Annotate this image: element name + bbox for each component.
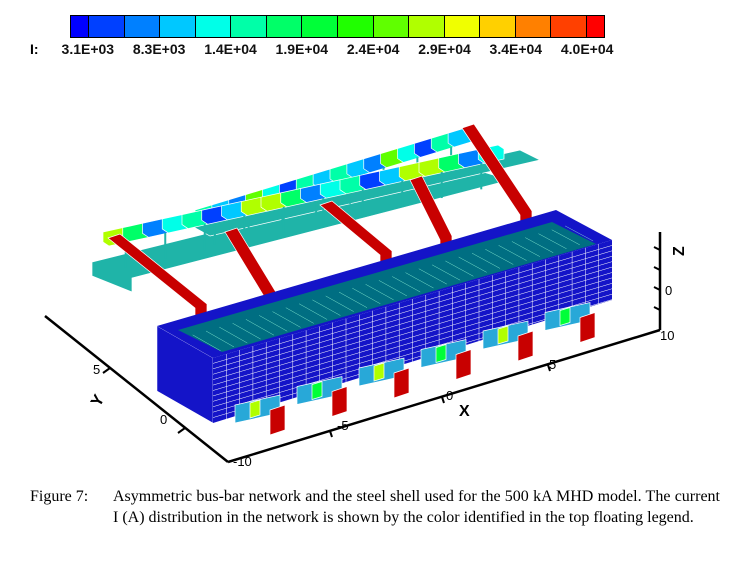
z-axis-title: Z xyxy=(671,246,688,256)
floor-grid-line xyxy=(445,260,474,277)
legend-color-swatch xyxy=(302,16,338,37)
legend-color-swatch xyxy=(266,16,303,37)
shell-grid-line xyxy=(212,250,613,370)
floor-grid-line xyxy=(565,225,594,242)
y-tick-label: 5 xyxy=(93,362,100,377)
busbar-plates xyxy=(91,149,542,293)
collector-red-block xyxy=(517,330,534,362)
legend-tick-label: 2.4E+04 xyxy=(346,41,400,57)
busbar-racks xyxy=(102,127,505,268)
x-tick-label: 10 xyxy=(660,328,674,343)
floor-grid-line xyxy=(338,291,368,308)
legend-tick-label: 3.1E+03 xyxy=(61,41,115,57)
y-axis-line xyxy=(44,315,229,463)
3d-busbar-figure: 5 0 Y -10 -5 0 5 10 X 0 Z xyxy=(44,123,688,469)
floor-grid-line xyxy=(511,241,540,257)
floor-grid-line xyxy=(259,315,288,332)
floor-grid-line xyxy=(418,268,447,285)
z-tick-label: 0 xyxy=(665,283,672,298)
collector-bar-segment xyxy=(249,399,261,419)
collector-red-block xyxy=(455,349,472,380)
collector-bar-segment xyxy=(497,325,509,345)
floor-grid-line xyxy=(378,280,407,297)
x-tick-label: 0 xyxy=(446,388,453,403)
legend-color-swatch xyxy=(160,16,196,37)
legend-color-swatch xyxy=(337,16,374,37)
floor-grid-line xyxy=(365,284,394,301)
floor-grid-line xyxy=(285,307,314,324)
legend-tick-label: 1.9E+04 xyxy=(275,41,329,57)
floor-grid-line xyxy=(192,334,221,352)
legend-color-swatch xyxy=(373,16,410,37)
legend-tick-label: 4.0E+04 xyxy=(560,41,614,57)
legend-color-swatch xyxy=(409,16,445,37)
collector-bar-segment xyxy=(435,344,447,363)
color-legend-bar xyxy=(70,15,605,38)
legend-tick-label: 8.3E+03 xyxy=(132,41,186,57)
legend-color-swatch xyxy=(480,16,516,37)
floor-grid-line xyxy=(272,311,301,328)
x-tick-label: -5 xyxy=(337,418,349,433)
collector-red-block xyxy=(269,404,286,436)
shell-grid-line xyxy=(212,245,613,364)
floor-grid-line xyxy=(458,256,487,273)
collector-bar-segment xyxy=(373,362,385,382)
legend-tick-label: 2.9E+04 xyxy=(418,41,471,57)
legend-variable-label: I: xyxy=(30,41,39,57)
floor-grid-line xyxy=(498,245,527,261)
floor-grid-line xyxy=(205,330,235,348)
shell-grid-line xyxy=(212,288,613,407)
legend-tick-label: 1.4E+04 xyxy=(204,41,257,57)
x-tick-label: -10 xyxy=(233,454,252,469)
collector-red-block xyxy=(579,312,596,343)
floor-grid-line xyxy=(325,295,354,312)
x-axis-title: X xyxy=(459,403,470,420)
caption-text: Asymmetric bus-bar network and the steel… xyxy=(113,488,720,526)
shell-grid-line xyxy=(212,283,613,402)
floor-grid-line xyxy=(219,326,248,344)
shell-grid-line xyxy=(212,272,613,391)
floor-grid-line xyxy=(471,252,501,269)
collector-bar-segment xyxy=(559,307,571,326)
x-tick-label: 5 xyxy=(549,357,556,372)
collector-bars xyxy=(234,302,596,436)
legend-color-swatch xyxy=(586,16,604,37)
floor-grid-line xyxy=(485,249,514,265)
legend-color-swatch xyxy=(124,16,161,37)
legend-color-swatch xyxy=(444,16,481,37)
floor-grid-line xyxy=(245,319,274,336)
floor-grid-line xyxy=(312,299,341,316)
shell-grid-line xyxy=(212,277,613,397)
legend-color-swatch xyxy=(551,16,587,37)
x-axis-line xyxy=(227,328,661,464)
floor-grid-line xyxy=(551,229,580,246)
figure-caption: Figure 7: Asymmetric bus-bar network and… xyxy=(30,486,720,528)
shell-grid-line xyxy=(212,256,613,375)
caption-label: Figure 7: xyxy=(30,488,89,505)
collector-bar-segment xyxy=(311,381,323,400)
axes: 5 0 Y -10 -5 0 5 10 X 0 Z xyxy=(44,232,688,469)
floor-grid-line xyxy=(352,288,381,304)
floor-grid-line xyxy=(525,237,554,253)
floor-grid-line xyxy=(392,276,421,293)
shell-floor xyxy=(178,222,596,352)
legend-color-swatch xyxy=(231,16,267,37)
legend-color-swatch xyxy=(71,16,90,37)
y-axis-title: Y xyxy=(88,392,108,410)
legend-tick-label: 3.4E+04 xyxy=(489,41,543,57)
floor-grid-line xyxy=(299,303,328,320)
legend-color-swatch xyxy=(89,16,125,37)
floor-grid-line xyxy=(232,323,261,340)
shell-grid-line xyxy=(212,261,613,380)
legend-color-swatch xyxy=(515,16,552,37)
shell-grid-line xyxy=(212,266,613,386)
collector-red-block xyxy=(331,386,348,417)
floor-grid-line xyxy=(538,233,567,249)
y-tick-label: 0 xyxy=(160,412,167,427)
floor-grid-line xyxy=(432,264,461,281)
legend-color-swatch xyxy=(195,16,232,37)
floor-grid-line xyxy=(405,272,434,289)
collector-red-block xyxy=(393,367,410,399)
